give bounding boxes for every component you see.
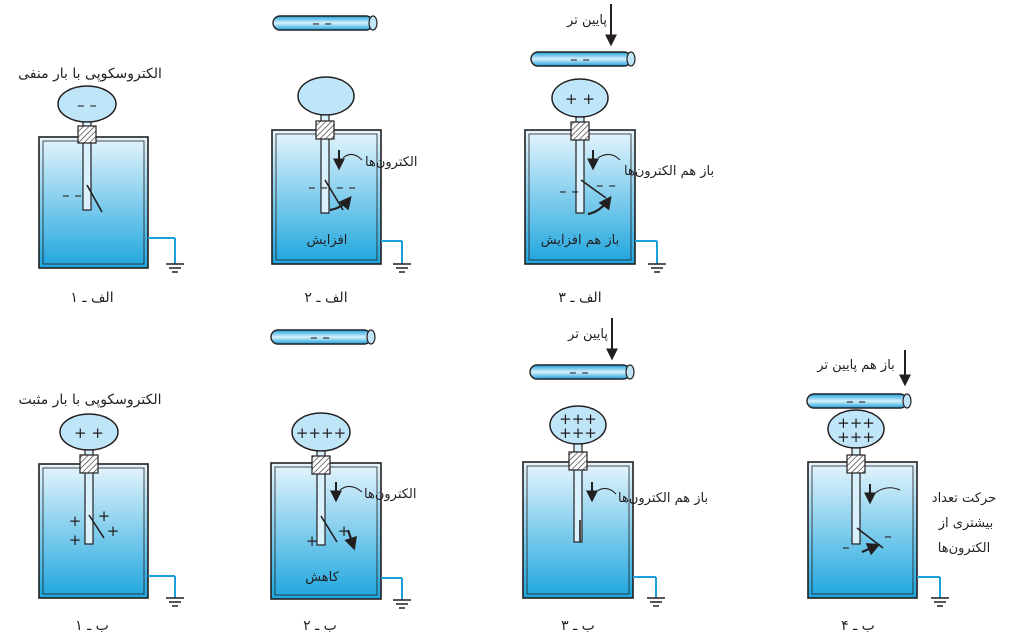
- panel-b1: + + + + + + الکتروسکوپی با بار مثبت ب ـ …: [19, 392, 184, 634]
- rod-charge: – –: [846, 392, 866, 410]
- ground-symbol: [166, 263, 184, 273]
- panel-b2: – – ++++ + + کاهش الکترون‌ها ب ـ ۲: [270, 328, 417, 634]
- insulator-plug: [77, 125, 97, 144]
- ground-symbol: [393, 263, 411, 273]
- leaf-charge: +: [98, 507, 111, 525]
- panel-caption: ب ـ ۴: [841, 618, 875, 634]
- leaf-charge: +: [107, 522, 120, 540]
- insulator-plug: [568, 451, 588, 471]
- panel-caption: الف ـ ۲: [304, 290, 347, 306]
- note-label: باز هم الکترون‌ها: [624, 164, 714, 179]
- ground-symbol: [647, 597, 665, 607]
- insulator-plug: [570, 121, 590, 141]
- note-label: الکترون‌ها: [364, 487, 417, 502]
- electroscope-b4: +++ +++ – –: [807, 409, 949, 607]
- sphere-charge: +++: [837, 414, 875, 432]
- sphere-charge: +++: [559, 410, 597, 428]
- charged-rod: – –: [529, 363, 635, 381]
- panel-title: الکتروسکوپی با بار مثبت: [19, 392, 162, 408]
- note-label: حرکت تعداد: [932, 491, 996, 506]
- panel-a3: پایین تر – – + + – – – –: [524, 4, 714, 306]
- insulator-plug: [311, 455, 331, 475]
- panel-a1: – – – – الکتروسکوپی با بار منفی الف ـ ۱: [18, 66, 184, 306]
- note-label: بیشتری از: [938, 516, 993, 531]
- leaf-rise-arrow: [861, 543, 881, 556]
- leaf-charge: +: [338, 522, 351, 540]
- leaf-charge: +: [69, 531, 82, 549]
- sphere-charge: +++: [837, 428, 875, 446]
- sphere-charge: +++: [559, 424, 597, 442]
- sphere-charge: + +: [74, 424, 104, 442]
- rod-charge: – –: [312, 14, 332, 32]
- leaf-charge: – –: [596, 176, 616, 194]
- insulator-plug: [79, 454, 99, 474]
- leaf-charge: – –: [336, 178, 356, 196]
- electroscope-b2: ++++ + + کاهش: [270, 412, 411, 609]
- panel-caption: ب ـ ۲: [303, 618, 337, 634]
- rod-note: پایین تر: [566, 13, 607, 28]
- note-label: الکترون‌ها: [365, 155, 418, 170]
- electroscope-a1: – – – –: [38, 85, 184, 273]
- charged-rod: – –: [272, 14, 378, 32]
- inside-label: افزایش: [307, 233, 348, 248]
- charged-rod: – –: [806, 392, 912, 410]
- leaf-charge: – –: [308, 178, 328, 196]
- rod-note: پایین تر: [567, 327, 608, 342]
- rod-charge: – –: [569, 363, 589, 381]
- leaf-charge: –: [884, 527, 892, 545]
- charged-rod: – –: [270, 328, 376, 346]
- panel-caption: الف ـ ۱: [70, 290, 113, 306]
- note-label: الکترون‌ها: [938, 541, 991, 556]
- ground-symbol: [166, 597, 184, 607]
- panel-b3: پایین تر – – +++ +++ باز هم الکتر: [522, 318, 708, 634]
- insulator-plug: [846, 454, 866, 474]
- electroscope-b3: +++ +++: [522, 405, 665, 607]
- leaf-charge: +: [306, 532, 319, 550]
- leaf-rise-arrow: [329, 195, 352, 212]
- ground-symbol: [393, 599, 411, 609]
- sphere-charge: ++++: [296, 424, 346, 442]
- ground-symbol: [648, 263, 666, 273]
- rod-charge: – –: [570, 50, 590, 68]
- sphere-charge: + +: [565, 90, 595, 108]
- leaf-charge: – –: [62, 186, 82, 204]
- ground-symbol: [931, 597, 949, 607]
- leaf-charge: – –: [559, 182, 579, 200]
- panel-caption: الف ـ ۳: [558, 290, 601, 306]
- leaf-charge: +: [69, 512, 82, 530]
- rod-note: باز هم پایین تر: [816, 358, 895, 373]
- rod-charge: – –: [310, 328, 330, 346]
- gold-leaf: [86, 184, 103, 213]
- panel-b4: باز هم پایین تر – – +++ +++ –: [806, 350, 996, 634]
- charged-rod: – –: [530, 50, 636, 68]
- inside-label: باز هم افزایش: [541, 233, 619, 248]
- gold-leaf: [580, 179, 607, 199]
- sphere-charge: – –: [77, 96, 97, 114]
- inside-label: کاهش: [305, 570, 339, 585]
- gold-leaf: [320, 515, 338, 543]
- leaf-charge: –: [842, 538, 850, 556]
- leaf-rise-arrow: [587, 195, 612, 216]
- leaf-fall-arrow: [344, 529, 357, 551]
- panel-a2: – – – – – – افزایش الکترون‌ها الف ـ ۲: [271, 14, 418, 306]
- electroscope-a2: – – – – افزایش: [271, 76, 411, 273]
- panel-caption: ب ـ ۱: [75, 618, 109, 634]
- electroscope-b1: + + + + + +: [38, 413, 184, 607]
- panel-title: الکتروسکوپی با بار منفی: [18, 66, 162, 82]
- electroscope-sphere: [297, 76, 355, 116]
- panel-caption: ب ـ ۳: [561, 618, 595, 634]
- insulator-plug: [315, 120, 335, 140]
- gold-leaf: [88, 514, 105, 539]
- note-label: باز هم الکترون‌ها: [618, 491, 708, 506]
- electroscope-a3: + + – – – – باز هم افزایش: [524, 78, 666, 273]
